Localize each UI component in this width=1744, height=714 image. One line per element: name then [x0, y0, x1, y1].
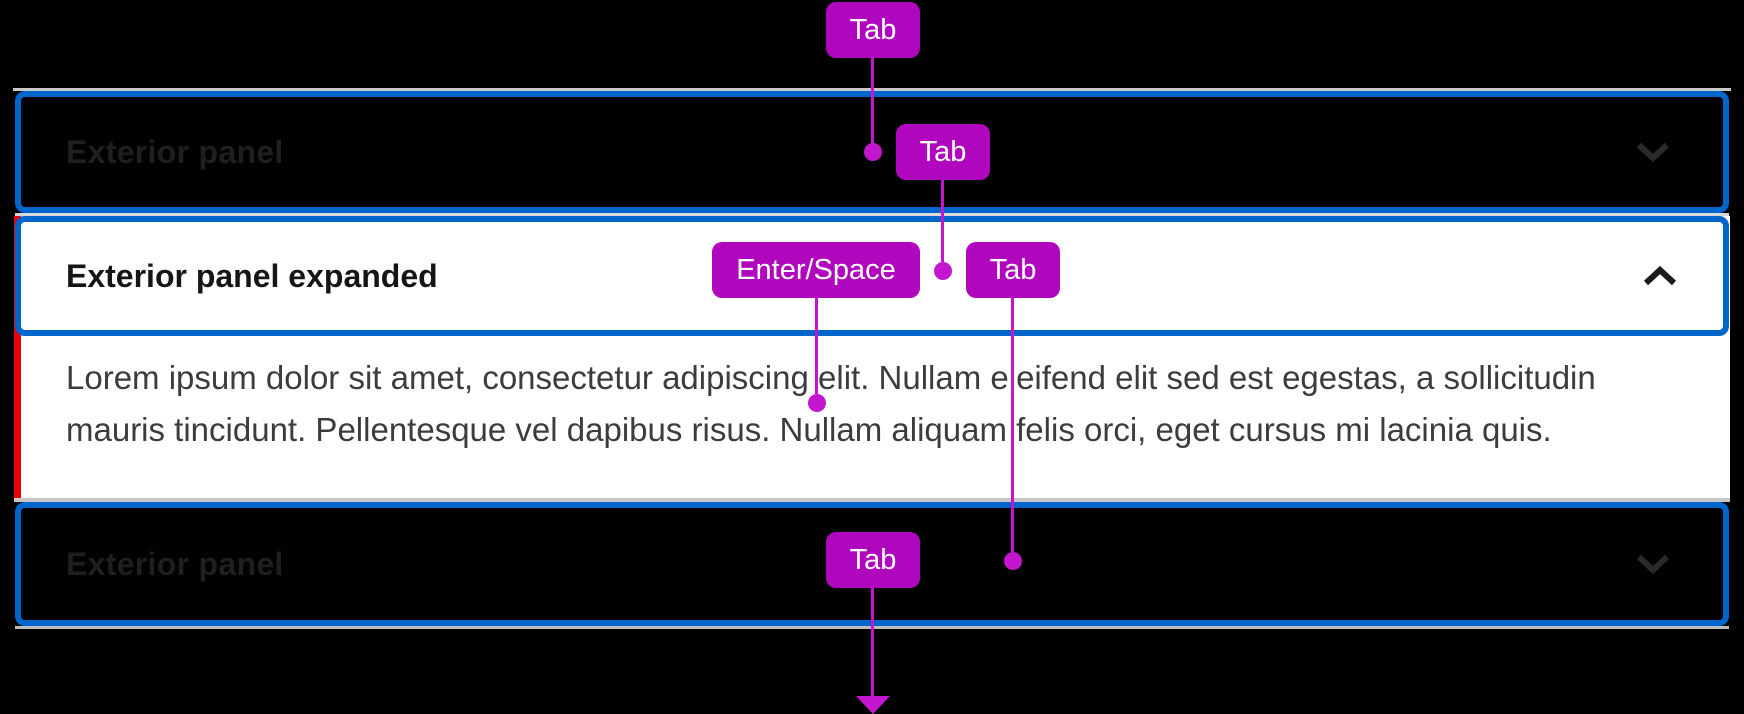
- connector-line-3: [815, 298, 818, 394]
- accordion-expanded-content: Lorem ipsum dolor sit amet, consectetur …: [21, 336, 1730, 456]
- connector-dot-2: [934, 262, 952, 280]
- connector-dot-4: [1004, 552, 1022, 570]
- key-badge-enter-space: Enter/Space: [712, 242, 920, 298]
- divider-mid: [15, 213, 1729, 216]
- chevron-up-icon: [1642, 265, 1678, 287]
- connector-line-2: [941, 180, 944, 262]
- connector-dot-3: [808, 394, 826, 412]
- connector-line-1: [871, 58, 874, 144]
- panel-label: Exterior panel expanded: [66, 257, 438, 294]
- content-paragraph: Lorem ipsum dolor sit amet, consectetur …: [66, 352, 1670, 456]
- connector-dot-1: [864, 143, 882, 161]
- key-badge-tab-1: Tab: [826, 2, 920, 58]
- connector-line-5: [871, 588, 874, 698]
- key-badge-tab-3: Tab: [966, 242, 1060, 298]
- accordion-toggle-expanded[interactable]: Exterior panel expanded: [21, 216, 1730, 336]
- divider-low: [14, 498, 1730, 502]
- content-line-1: Lorem ipsum dolor sit amet, consectetur …: [66, 359, 1596, 396]
- panel-label: Exterior panel: [66, 545, 284, 582]
- chevron-down-icon: [1635, 141, 1671, 163]
- key-badge-tab-4: Tab: [826, 532, 920, 588]
- panel-label: Exterior panel: [66, 133, 284, 170]
- key-badge-tab-2: Tab: [896, 124, 990, 180]
- chevron-down-icon: [1635, 553, 1671, 575]
- connector-line-4: [1011, 298, 1014, 552]
- content-line-2: mauris tincidunt. Pellentesque vel dapib…: [66, 411, 1552, 448]
- arrow-down-icon: [856, 696, 890, 714]
